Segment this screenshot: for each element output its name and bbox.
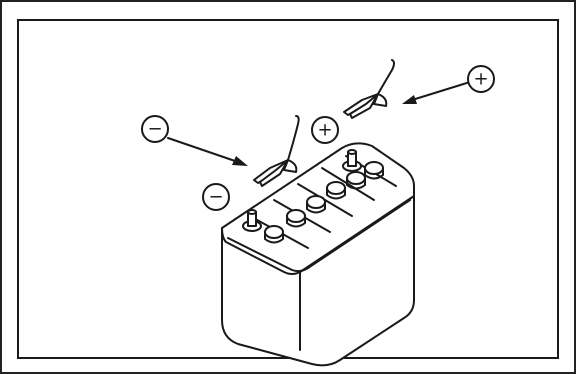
positive-terminal-mark-text: +: [317, 120, 332, 141]
positive-terminal: [342, 149, 362, 172]
positive-terminal-mark: +: [311, 116, 339, 144]
cell-cap: [286, 209, 306, 228]
cell-cap: [346, 171, 366, 190]
battery-lid-lip: [227, 199, 411, 273]
negative-clamp-callout: −: [141, 115, 169, 143]
negative-terminal-mark: −: [202, 183, 230, 211]
negative-clamp: [253, 115, 300, 187]
negative-terminal: [242, 209, 262, 232]
positive-clamp-callout-text: +: [473, 69, 488, 90]
positive-clamp-arrow: [402, 81, 471, 104]
battery-cell-caps: [264, 161, 384, 244]
battery: [221, 142, 415, 367]
negative-clamp-arrow: [167, 137, 248, 166]
cell-cap: [306, 195, 326, 214]
cell-cap: [326, 181, 346, 200]
battery-body: [221, 195, 415, 367]
negative-terminal-mark-text: −: [208, 187, 223, 208]
negative-clamp-callout-text: −: [147, 119, 162, 140]
negative-cable: [287, 115, 300, 161]
positive-clamp-callout: +: [467, 65, 495, 93]
cell-cap: [264, 225, 284, 244]
positive-cable: [377, 59, 395, 95]
cell-cap: [364, 161, 384, 180]
positive-clamp: [343, 59, 395, 119]
